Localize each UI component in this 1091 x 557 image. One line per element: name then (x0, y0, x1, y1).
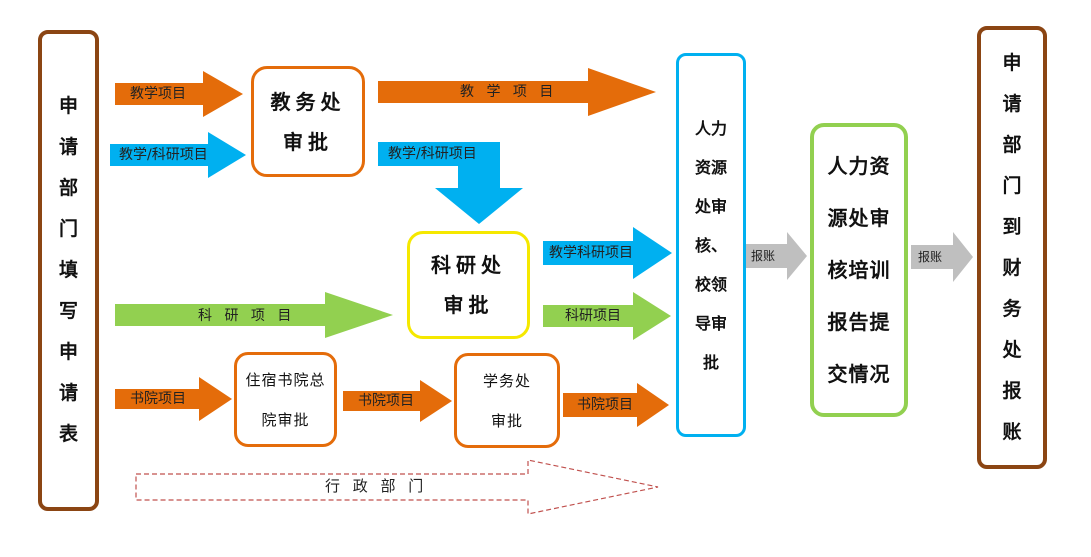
arrow-college-mid (343, 380, 452, 422)
arrow-college-in (115, 377, 232, 421)
edge-label-research-out: 科研项目 (565, 308, 621, 324)
edge-label-teaching-research-in: 教学/科研项目 (119, 147, 208, 163)
hr-training-report-label: 人力资源处审核培训报告提交情况 (827, 154, 891, 386)
arrow-reimburse-1 (746, 232, 807, 280)
residential-college-box: 住宿书院总院审批 (234, 352, 337, 447)
edge-label-college-in: 书院项目 (130, 391, 186, 407)
applicant-form-label: 申请部门填写申请表 (58, 95, 78, 445)
edge-label-college-mid: 书院项目 (358, 393, 414, 409)
arrow-reimburse-2 (911, 232, 973, 282)
arrow-teaching-out (378, 68, 656, 116)
edge-label-teaching-out: 教 学 项 目 (460, 84, 558, 100)
edge-label-college-out: 书院项目 (577, 397, 633, 413)
edge-label-admin-dept: 行 政 部 门 (325, 477, 428, 495)
edge-label-teaching-research-down: 教学/科研项目 (388, 146, 477, 162)
edge-label-reimburse-1: 报账 (751, 249, 776, 263)
finance-reimbursement-label: 申请部门到财务处报账 (1002, 51, 1022, 443)
arrow-teaching-research-down (378, 142, 523, 224)
student-affairs-label: 学务处审批 (482, 371, 531, 430)
academic-affairs-label: 教务处审批 (270, 89, 346, 154)
finance-reimbursement-box: 申请部门到财务处报账 (977, 26, 1047, 469)
edge-label-reimburse-2: 报账 (918, 250, 943, 264)
applicant-form-box: 申请部门填写申请表 (38, 30, 99, 511)
arrow-admin-dept (135, 459, 659, 515)
arrow-college-out (563, 383, 669, 427)
hr-training-report-box: 人力资源处审核培训报告提交情况 (810, 123, 908, 417)
arrow-teaching-in (115, 71, 243, 117)
hr-review-box: 人力资源处审核、校领导审批 (676, 53, 746, 437)
residential-college-label: 住宿书院总院审批 (245, 370, 326, 429)
edge-label-teaching-research-out: 教学科研项目 (549, 245, 633, 261)
research-office-box: 科研处审批 (407, 231, 530, 339)
academic-affairs-box: 教务处审批 (251, 66, 365, 177)
edge-label-research-in: 科 研 项 目 (198, 308, 296, 324)
hr-review-label: 人力资源处审核、校领导审批 (694, 118, 727, 372)
student-affairs-box: 学务处审批 (454, 353, 560, 448)
arrow-teaching-research-in (110, 132, 246, 178)
arrow-teaching-research-out (543, 227, 672, 279)
arrow-research-in (115, 292, 393, 338)
research-office-label: 科研处审批 (431, 253, 506, 317)
edge-label-teaching-in: 教学项目 (130, 86, 186, 102)
arrow-research-out (543, 292, 671, 340)
